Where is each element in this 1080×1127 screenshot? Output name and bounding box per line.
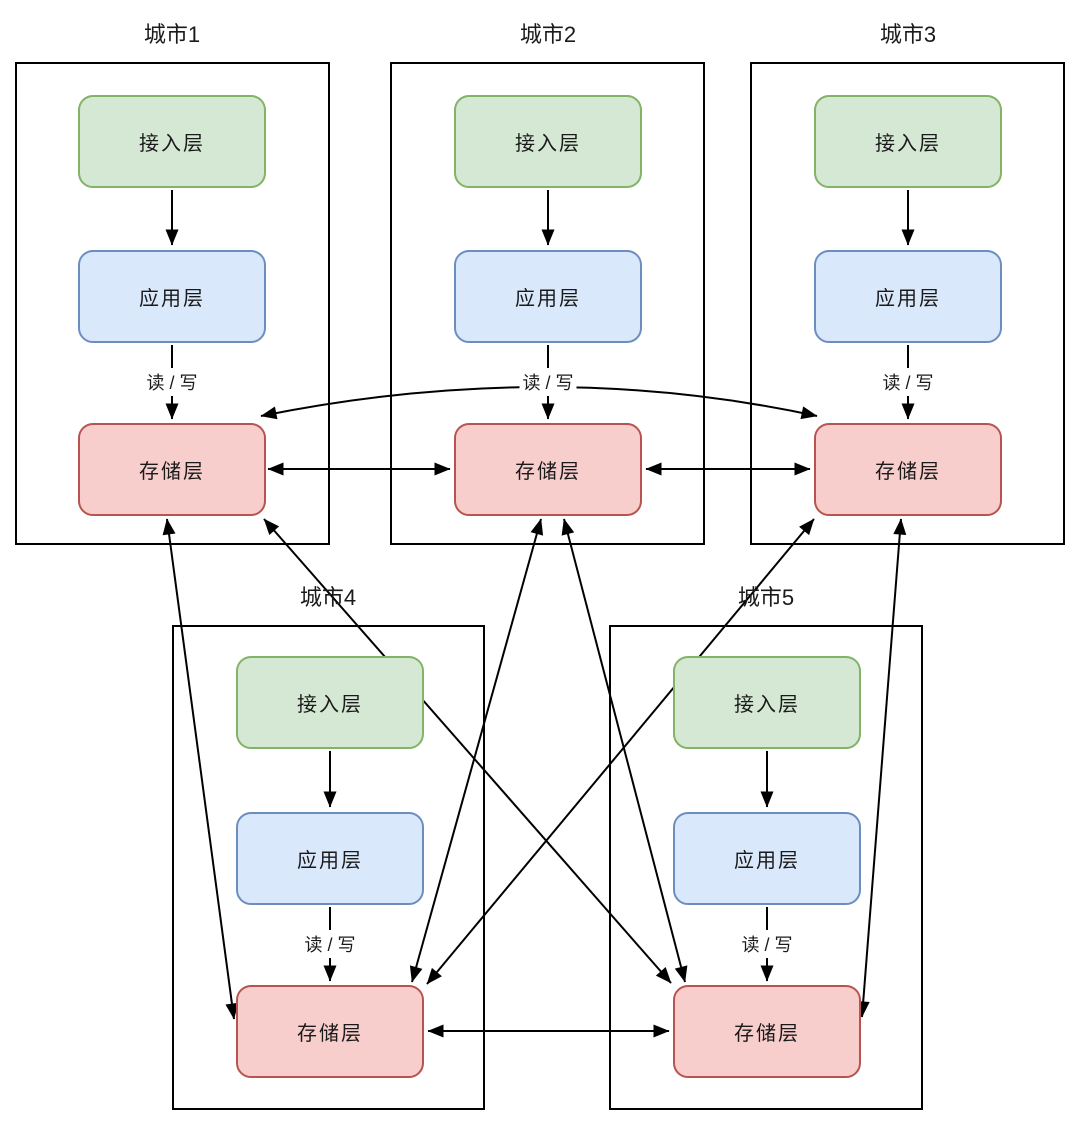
edge-storage-city1-city4: [162, 518, 239, 1020]
city3-access-layer-node: 接入层: [814, 95, 1002, 188]
edge-storage-city3-city5: [856, 518, 907, 1018]
city2-title: 城市2: [519, 22, 577, 47]
city2-access-layer-node: 接入层: [454, 95, 642, 188]
city1-title: 城市1: [143, 22, 201, 47]
city4-read-write-label: 读 / 写: [301, 930, 359, 958]
city5-read-write-label: 读 / 写: [738, 930, 796, 958]
city4-storage-layer-node: 存储层: [236, 985, 424, 1078]
city1-read-write-label: 读 / 写: [143, 368, 201, 396]
city1-access-layer-node: 接入层: [78, 95, 266, 188]
city5-storage-layer-node: 存储层: [673, 985, 861, 1078]
city5-access-layer-node: 接入层: [673, 656, 861, 749]
city4-application-layer-node: 应用层: [236, 812, 424, 905]
city2-application-layer-node: 应用层: [454, 250, 642, 343]
edge-storage-city3-city4: [426, 518, 815, 985]
edge-storage-city2-city5: [561, 518, 688, 983]
city4-title: 城市4: [299, 585, 357, 610]
city3-application-layer-node: 应用层: [814, 250, 1002, 343]
city1-storage-layer-node: 存储层: [78, 423, 266, 516]
city5-title: 城市5: [737, 585, 795, 610]
city3-panel: [750, 62, 1065, 545]
city4-access-layer-node: 接入层: [236, 656, 424, 749]
edge-storage-city2-city4: [409, 518, 544, 983]
city5-application-layer-node: 应用层: [673, 812, 861, 905]
city3-read-write-label: 读 / 写: [879, 368, 937, 396]
city2-read-write-label: 读 / 写: [519, 368, 577, 396]
city2-storage-layer-node: 存储层: [454, 423, 642, 516]
city3-title: 城市3: [879, 22, 937, 47]
city3-storage-layer-node: 存储层: [814, 423, 1002, 516]
city1-application-layer-node: 应用层: [78, 250, 266, 343]
